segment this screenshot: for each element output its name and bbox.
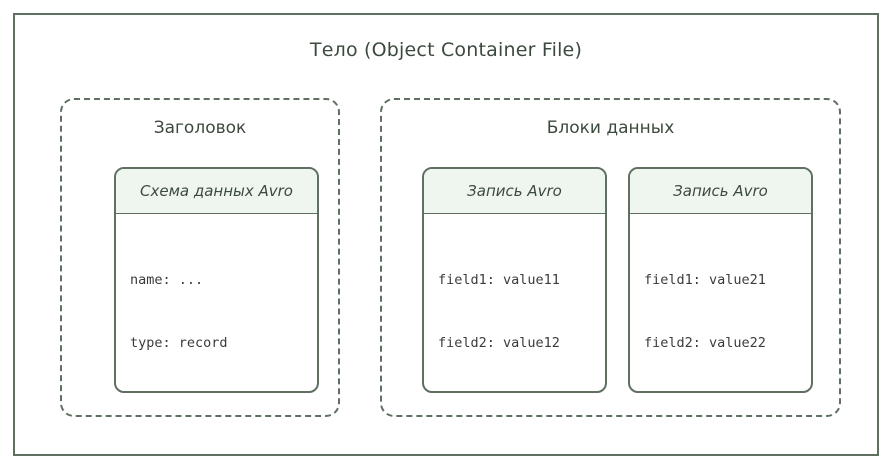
card-avro-record-1: Запись Avro field1: value11 field2: valu… <box>422 167 607 393</box>
code-line: type: record <box>130 335 228 351</box>
code-line: name: ... <box>130 272 204 288</box>
code-line: field2: value12 <box>438 335 560 351</box>
card-avro-schema-title: Схема данных Avro <box>116 169 317 214</box>
code-line: field1: value21 <box>644 272 766 288</box>
card-avro-record-1-code: field1: value11 field2: value12 ... [sys… <box>424 214 605 391</box>
card-avro-record-1-title: Запись Avro <box>424 169 605 214</box>
object-container-file-box: Тело (Object Container File) Заголовок С… <box>13 13 879 456</box>
container-title: Тело (Object Container File) <box>309 39 583 61</box>
section-header: Заголовок Схема данных Avro name: ... ty… <box>60 98 340 417</box>
card-avro-record-2: Запись Avro field1: value21 field2: valu… <box>628 167 813 393</box>
code-line: field1: value11 <box>438 272 560 288</box>
code-line: field2: value22 <box>644 335 766 351</box>
section-data-blocks-title: Блоки данных <box>546 118 675 138</box>
card-avro-record-2-title: Запись Avro <box>630 169 811 214</box>
card-avro-schema: Схема данных Avro name: ... type: record… <box>114 167 319 393</box>
card-avro-record-2-code: field1: value21 field2: value22 ... [sys… <box>630 214 811 391</box>
card-avro-schema-code: name: ... type: record field1: datatype1… <box>116 214 317 391</box>
section-header-title: Заголовок <box>153 118 247 138</box>
section-data-blocks: Блоки данных Запись Avro field1: value11… <box>380 98 841 417</box>
